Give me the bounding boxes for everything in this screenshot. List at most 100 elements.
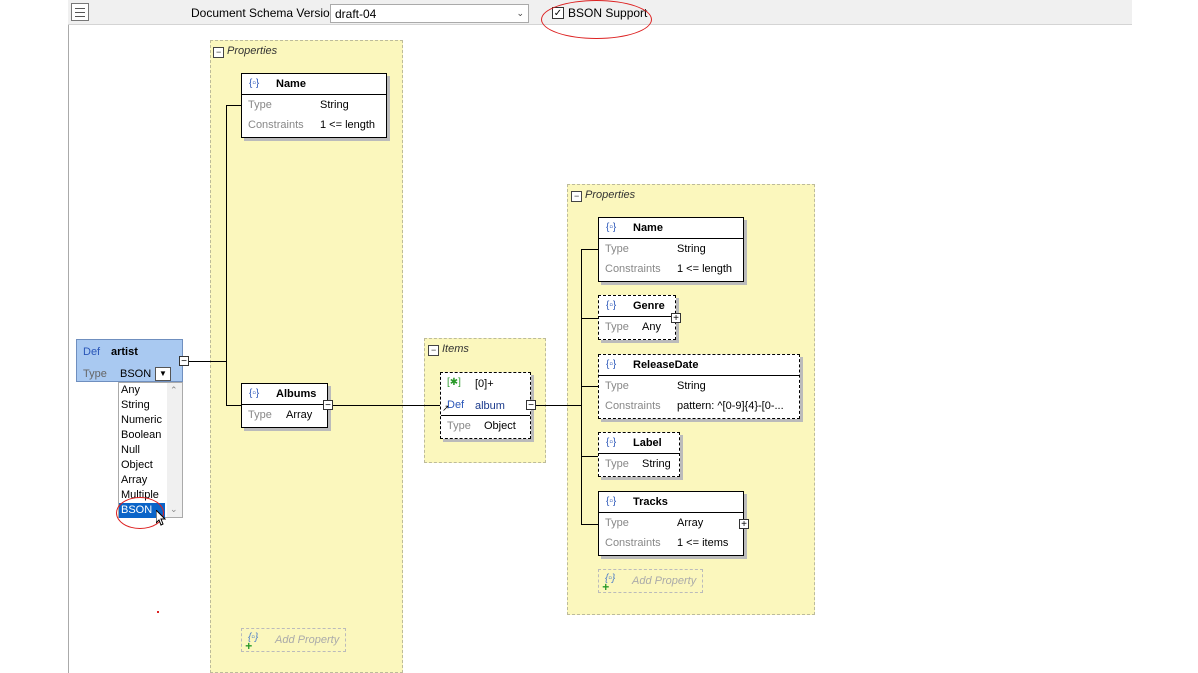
type-option-numeric[interactable]: Numeric bbox=[121, 414, 162, 426]
object-icon: {▫} bbox=[605, 573, 616, 584]
constraints-value: 1 <= length bbox=[320, 119, 376, 131]
type-key: Type bbox=[248, 99, 272, 111]
type-dropdown-button[interactable]: ▼ bbox=[155, 367, 171, 381]
connector-line bbox=[581, 524, 599, 525]
connector-line bbox=[581, 249, 599, 250]
plus-icon: + bbox=[245, 639, 253, 653]
type-value: String bbox=[677, 243, 706, 255]
property-name: Label bbox=[633, 437, 662, 449]
connector-line bbox=[226, 405, 242, 406]
album-property-label-node[interactable]: {▫} Label Type String bbox=[598, 432, 680, 477]
property-name: Name bbox=[276, 78, 306, 90]
highlight-ellipse bbox=[541, 0, 652, 39]
type-value: Object bbox=[484, 420, 516, 432]
dropdown-scrollbar[interactable]: ⌃ ⌄ bbox=[167, 383, 182, 517]
type-option-boolean[interactable]: Boolean bbox=[121, 429, 162, 441]
connector-line bbox=[333, 405, 441, 406]
def-badge: Def bbox=[83, 346, 101, 358]
expand-icon[interactable]: + bbox=[739, 519, 749, 530]
connector-line bbox=[226, 105, 242, 106]
property-name: Name bbox=[633, 222, 663, 234]
constraints-key: Constraints bbox=[605, 263, 661, 275]
constraints-value: 1 <= length bbox=[677, 263, 733, 275]
constraints-value: 1 <= items bbox=[677, 537, 729, 549]
album-property-name-node[interactable]: {▫} Name Type String Constraints 1 <= lengt… bbox=[598, 217, 744, 282]
object-icon: {▫} bbox=[249, 78, 260, 89]
schema-version-value: draft-04 bbox=[335, 7, 377, 21]
collapse-icon[interactable]: − bbox=[213, 47, 224, 58]
schema-version-select[interactable]: draft-04 ⌄ bbox=[330, 4, 529, 23]
root-properties-container: −Properties bbox=[210, 40, 403, 673]
chevron-down-icon[interactable]: ⌄ bbox=[170, 504, 178, 514]
object-icon: {▫} bbox=[606, 496, 617, 507]
type-value: BSON bbox=[120, 368, 152, 380]
red-dot bbox=[157, 611, 159, 613]
type-value: Array bbox=[677, 517, 704, 529]
collapse-icon[interactable]: − bbox=[428, 345, 439, 356]
constraints-key: Constraints bbox=[248, 119, 304, 131]
collapse-icon[interactable]: − bbox=[571, 191, 582, 202]
type-option-string[interactable]: String bbox=[121, 399, 150, 411]
add-property-button[interactable]: {▫} + Add Property bbox=[241, 628, 346, 653]
diagram-options-icon[interactable] bbox=[71, 3, 89, 21]
add-property-button[interactable]: {▫} + Add Property bbox=[598, 569, 703, 594]
type-key: Type bbox=[605, 380, 629, 392]
type-value: String bbox=[677, 380, 706, 392]
connector-line bbox=[189, 361, 227, 362]
constraints-key: Constraints bbox=[605, 537, 661, 549]
object-icon: {▫} bbox=[249, 388, 260, 399]
collapse-icon[interactable]: − bbox=[179, 356, 189, 367]
type-key: Type bbox=[248, 409, 272, 421]
property-name: Genre bbox=[633, 300, 665, 312]
def-badge: Def bbox=[447, 399, 465, 411]
type-value: Any bbox=[642, 321, 661, 333]
connector-line bbox=[536, 405, 582, 406]
object-icon: {▫} bbox=[606, 359, 617, 370]
chevron-down-icon: ⌄ bbox=[516, 8, 524, 18]
type-option-any[interactable]: Any bbox=[121, 384, 140, 396]
type-value: String bbox=[642, 458, 671, 470]
object-icon: {▫} bbox=[606, 437, 617, 448]
root-properties-title[interactable]: −Properties bbox=[213, 45, 277, 58]
property-name: ReleaseDate bbox=[633, 359, 699, 371]
constraints-key: Constraints bbox=[605, 400, 661, 412]
type-key: Type bbox=[605, 458, 629, 470]
artist-name: artist bbox=[111, 346, 138, 358]
type-value: Array bbox=[286, 409, 313, 421]
object-icon: {▫} bbox=[606, 222, 617, 233]
property-name: Tracks bbox=[633, 496, 668, 508]
object-icon: {▫} bbox=[606, 300, 617, 311]
type-option-null[interactable]: Null bbox=[121, 444, 140, 456]
album-properties-title[interactable]: −Properties bbox=[571, 189, 635, 202]
connector-line bbox=[581, 249, 582, 525]
expand-icon[interactable]: + bbox=[671, 313, 681, 324]
connector-line bbox=[581, 456, 599, 457]
collapse-icon[interactable]: − bbox=[526, 400, 536, 411]
connector-line bbox=[581, 386, 599, 387]
type-key: Type bbox=[83, 368, 107, 380]
plus-icon: + bbox=[602, 580, 610, 594]
canvas-border bbox=[68, 25, 69, 673]
type-key: Type bbox=[605, 243, 629, 255]
connector-line bbox=[226, 105, 227, 406]
asterisk-icon: [✱] bbox=[447, 377, 461, 388]
collapse-icon[interactable]: − bbox=[323, 400, 333, 411]
reference-arrow-icon: ↗ bbox=[442, 403, 450, 413]
artist-definition[interactable]: Def artist Type BSON ▼ bbox=[76, 339, 183, 382]
type-dropdown-list[interactable]: Any String Numeric Boolean Null Object A… bbox=[118, 382, 183, 518]
chevron-up-icon[interactable]: ⌃ bbox=[170, 385, 178, 395]
items-title[interactable]: −Items bbox=[428, 343, 469, 356]
property-name-node[interactable]: {▫} Name Type String Constraints 1 <= lengt… bbox=[241, 73, 387, 138]
highlight-ellipse bbox=[116, 497, 164, 529]
type-option-array[interactable]: Array bbox=[121, 474, 148, 486]
ref-name: album bbox=[475, 400, 505, 412]
type-value: String bbox=[320, 99, 349, 111]
mouse-cursor-icon bbox=[155, 508, 167, 526]
type-option-object[interactable]: Object bbox=[121, 459, 153, 471]
type-key: Type bbox=[447, 420, 471, 432]
